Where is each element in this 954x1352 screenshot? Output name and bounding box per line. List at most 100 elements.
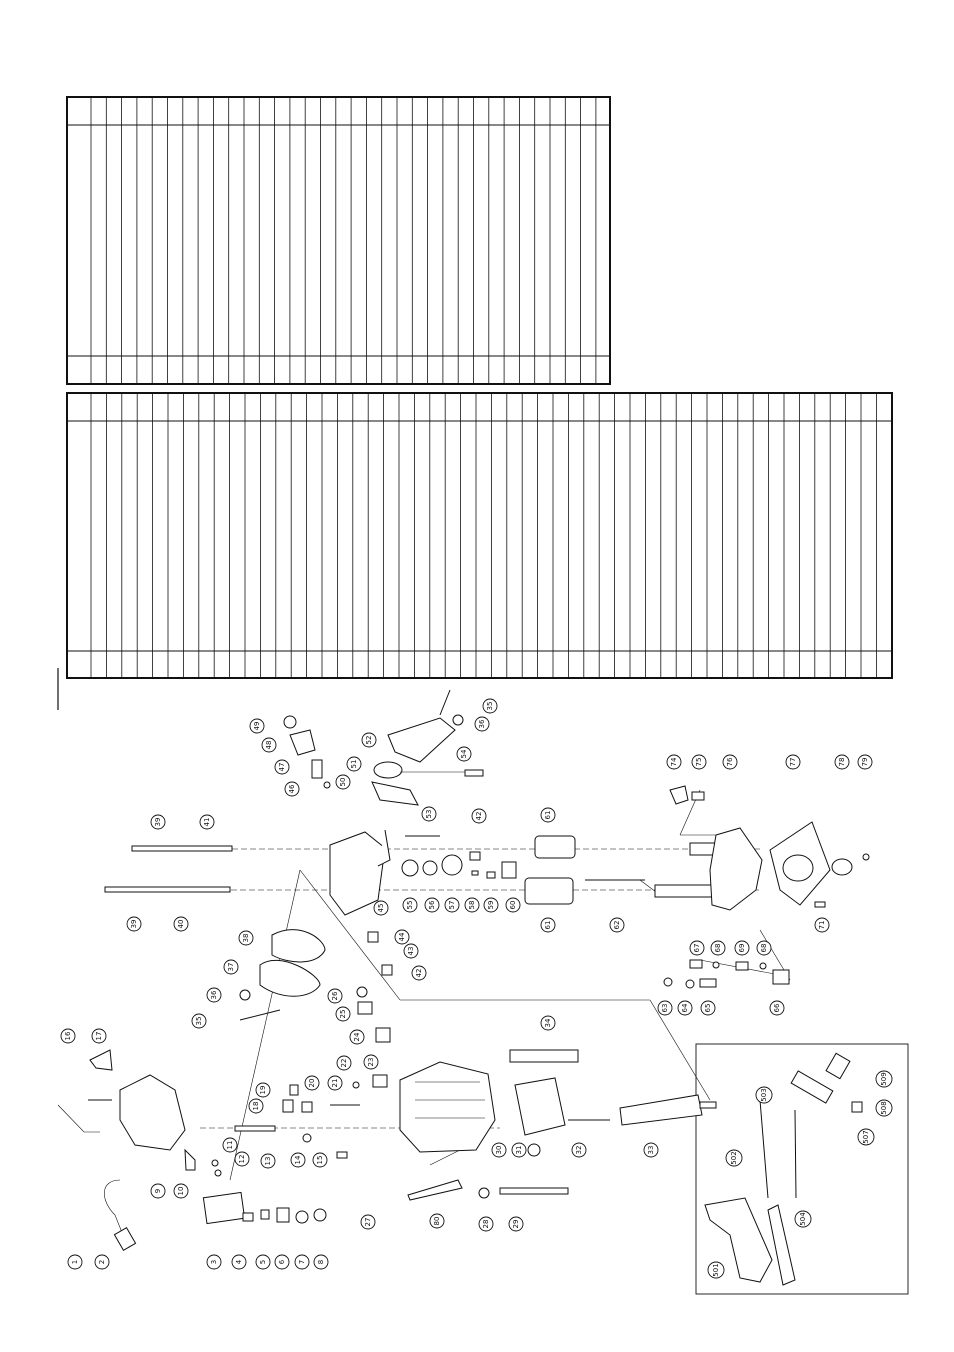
callout-75: 75 <box>691 754 707 770</box>
callout-number: 53 <box>425 810 433 819</box>
callout-number: 60 <box>509 901 517 910</box>
callout-number: 5 <box>259 1260 267 1264</box>
callout-number: 28 <box>482 1220 490 1229</box>
callout-number: 67 <box>693 944 701 953</box>
callout-13: 13 <box>260 1153 276 1169</box>
callout-32: 32 <box>571 1142 587 1158</box>
callout-30: 30 <box>491 1142 507 1158</box>
callout-number: 509 <box>880 1072 888 1085</box>
callout-number: 39 <box>130 920 138 929</box>
callout-number: 79 <box>861 758 869 767</box>
callout-57: 57 <box>444 897 460 913</box>
callout-number: 71 <box>818 921 826 930</box>
callout-number: 54 <box>460 749 468 758</box>
callout-20: 20 <box>304 1075 320 1091</box>
callout-503: 503 <box>755 1086 773 1104</box>
callout-number: 68 <box>714 944 722 953</box>
callout-68a: 68 <box>710 940 726 956</box>
callout-number: 16 <box>64 1031 72 1040</box>
callout-number: 46 <box>288 784 296 793</box>
callout-number: 69 <box>738 944 746 953</box>
callout-12: 12 <box>234 1151 250 1167</box>
callout-number: 78 <box>838 758 846 767</box>
callout-35b: 35 <box>482 698 498 714</box>
callout-62: 62 <box>609 917 625 933</box>
callout-number: 20 <box>308 1079 316 1088</box>
callout-74: 74 <box>666 754 682 770</box>
callout-24: 24 <box>349 1029 365 1045</box>
callout-number: 48 <box>265 741 273 750</box>
callout-number: 74 <box>670 757 678 766</box>
callout-11: 11 <box>222 1137 238 1153</box>
callout-number: 508 <box>880 1101 888 1114</box>
callout-76: 76 <box>722 754 738 770</box>
callout-21: 21 <box>327 1075 343 1091</box>
callout-71: 71 <box>814 917 830 933</box>
callout-22: 22 <box>336 1055 352 1071</box>
callout-number: 43 <box>407 947 415 956</box>
callout-number: 52 <box>365 736 373 745</box>
callout-10: 10 <box>173 1183 189 1199</box>
callout-number: 27 <box>364 1218 372 1227</box>
callout-number: 36 <box>210 990 218 999</box>
callout-number: 22 <box>340 1059 348 1068</box>
callout-number: 30 <box>495 1146 503 1155</box>
callout-47: 47 <box>274 759 290 775</box>
callout-58: 58 <box>464 897 480 913</box>
callout-number: 58 <box>468 901 476 910</box>
callout-number: 26 <box>331 991 339 1000</box>
callout-number: 37 <box>227 963 235 972</box>
callout-number: 65 <box>704 1004 712 1013</box>
callout-35a: 35 <box>191 1013 207 1029</box>
accessory-box <box>695 1043 909 1295</box>
callout-number: 2 <box>98 1260 106 1264</box>
upper-parts-table <box>66 96 611 385</box>
callout-number: 15 <box>316 1156 324 1165</box>
callout-number: 501 <box>712 1263 720 1276</box>
callout-52: 52 <box>361 732 377 748</box>
callout-number: 49 <box>253 722 261 731</box>
callout-2: 2 <box>94 1254 110 1270</box>
callout-number: 38 <box>242 934 250 943</box>
callout-number: 42 <box>475 812 483 821</box>
callout-36b: 36 <box>474 716 490 732</box>
callout-509: 509 <box>875 1070 893 1088</box>
callout-15: 15 <box>312 1152 328 1168</box>
callout-9: 9 <box>150 1183 166 1199</box>
callout-number: 41 <box>203 818 211 827</box>
callout-507: 507 <box>857 1128 875 1146</box>
parts-drawing <box>57 689 870 1286</box>
callout-31: 31 <box>511 1142 527 1158</box>
callout-number: 12 <box>238 1155 246 1164</box>
callout-56: 56 <box>424 897 440 913</box>
callout-number: 33 <box>647 1146 655 1155</box>
callout-number: 51 <box>350 760 358 769</box>
callout-number: 57 <box>448 901 456 910</box>
callout-number: 13 <box>264 1157 272 1166</box>
callout-39b: 39 <box>126 916 142 932</box>
callout-508: 508 <box>875 1099 893 1117</box>
callout-6: 6 <box>274 1254 290 1270</box>
callout-42b: 42 <box>471 808 487 824</box>
callout-number: 31 <box>515 1146 523 1155</box>
callout-61b: 61 <box>540 917 556 933</box>
callout-78: 78 <box>834 754 850 770</box>
callout-29: 29 <box>508 1216 524 1232</box>
callout-number: 6 <box>278 1259 286 1264</box>
callout-number: 80 <box>433 1217 441 1226</box>
callout-number: 44 <box>398 932 406 941</box>
callout-67: 67 <box>689 940 705 956</box>
callout-number: 39 <box>154 818 162 827</box>
callout-28: 28 <box>478 1216 494 1232</box>
callout-number: 18 <box>252 1102 260 1111</box>
callout-61a: 61 <box>540 807 556 823</box>
callout-number: 56 <box>428 900 436 909</box>
callout-number: 21 <box>331 1079 339 1088</box>
callout-5: 5 <box>255 1254 271 1270</box>
callout-number: 36 <box>478 719 486 728</box>
callout-48: 48 <box>261 737 277 753</box>
callout-number: 64 <box>681 1003 689 1012</box>
callout-number: 32 <box>575 1146 583 1155</box>
callout-77: 77 <box>785 754 801 770</box>
